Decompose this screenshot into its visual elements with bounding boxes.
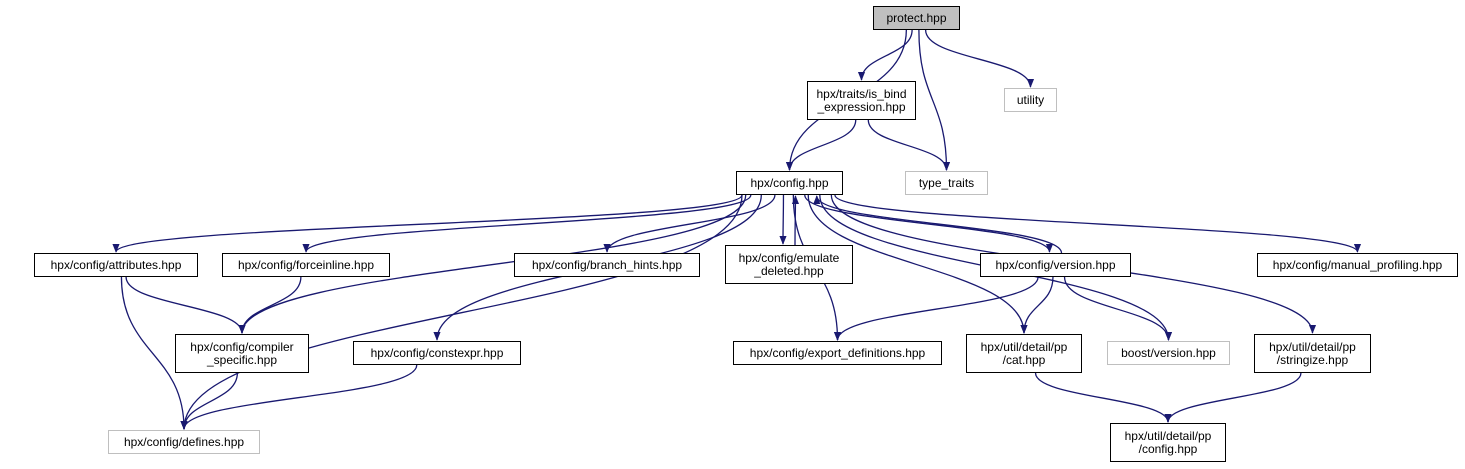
node-constexpr-hpp[interactable]: hpx/config/constexpr.hpp	[353, 341, 521, 365]
node-defines-hpp[interactable]: hpx/config/defines.hpp	[108, 430, 260, 454]
edge-constexpr-to-defines	[180, 364, 418, 430]
edge-is_bind-to-config	[785, 119, 857, 171]
node-branch-hints-hpp[interactable]: hpx/config/branch_hints.hpp	[514, 253, 700, 277]
node-utility[interactable]: utility	[1004, 88, 1057, 112]
edge-version-to-boost_version	[1063, 276, 1173, 341]
edge-version-to-cat	[1020, 276, 1054, 334]
node-attributes-hpp[interactable]: hpx/config/attributes.hpp	[34, 253, 198, 277]
edge-attributes-to-defines	[120, 276, 188, 430]
edge-protect-to-utility	[924, 29, 1035, 88]
node-emulate-deleted-hpp[interactable]: hpx/config/emulate _deleted.hpp	[725, 245, 853, 284]
edge-version-to-config	[813, 195, 1063, 254]
node-type-traits[interactable]: type_traits	[905, 171, 988, 195]
node-compiler-specific-hpp[interactable]: hpx/config/compiler _specific.hpp	[175, 334, 309, 373]
edge-cat-to-pp_config	[1034, 372, 1172, 423]
edge-protect-to-type_traits	[918, 29, 951, 171]
edge-forceinline-to-compiler_specific	[238, 276, 302, 334]
edge-config-to-branch_hints	[603, 194, 776, 253]
node-boost-version-hpp[interactable]: boost/version.hpp	[1107, 341, 1230, 365]
edge-config-to-compiler_specific	[238, 194, 747, 334]
node-protect-hpp[interactable]: protect.hpp	[873, 6, 960, 30]
edge-config-to-version	[804, 194, 1054, 253]
edge-compiler_specific-to-defines	[180, 372, 239, 430]
edge-protect-to-is_bind	[857, 29, 913, 81]
node-pp-stringize-hpp[interactable]: hpx/util/detail/pp /stringize.hpp	[1254, 334, 1371, 373]
edge-config-to-defines	[180, 194, 743, 430]
edge-is_bind-to-type_traits	[867, 119, 951, 171]
edge-version-to-export_definitions	[833, 276, 1039, 341]
edge-attributes-to-compiler_specific	[125, 276, 246, 334]
node-config-hpp[interactable]: hpx/config.hpp	[736, 171, 843, 195]
edge-config-to-forceinline	[302, 194, 752, 253]
edge-config-to-cat	[807, 194, 1028, 334]
node-forceinline-hpp[interactable]: hpx/config/forceinline.hpp	[222, 253, 390, 277]
node-manual-profiling-hpp[interactable]: hpx/config/manual_profiling.hpp	[1257, 253, 1458, 277]
edge-config-to-attributes	[112, 194, 743, 253]
edge-config-to-manual_profiling	[834, 194, 1361, 253]
edge-stringize-to-pp_config	[1164, 372, 1302, 423]
node-pp-config-hpp[interactable]: hpx/util/detail/pp /config.hpp	[1110, 423, 1226, 462]
node-pp-cat-hpp[interactable]: hpx/util/detail/pp /cat.hpp	[966, 334, 1082, 373]
node-version-hpp[interactable]: hpx/config/version.hpp	[980, 253, 1131, 277]
node-export-definitions-hpp[interactable]: hpx/config/export_definitions.hpp	[733, 341, 942, 365]
node-is-bind-expression-hpp[interactable]: hpx/traits/is_bind _expression.hpp	[807, 81, 916, 120]
